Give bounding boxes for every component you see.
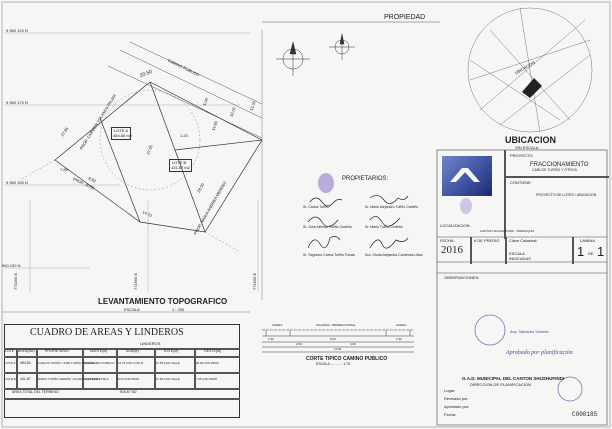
table-row: LOTE A: [5, 361, 16, 365]
approval-signature: Aprobado por planificación: [506, 350, 573, 356]
lots-polygon: [54, 81, 263, 233]
total-value: 916.67 M2: [120, 390, 137, 394]
stamp-seal-2: [557, 376, 583, 402]
levantamiento-title: LEVANTAMIENTO TOPOGRAFICO: [98, 297, 228, 306]
title-block-frame: [436, 149, 608, 426]
propiedad-label: PROPIEDAD: [384, 14, 426, 21]
grid-north-label: 960 130 N: [2, 263, 21, 268]
north-arrow-icon-2: [329, 33, 355, 60]
cuadro-title: CUADRO DE AREAS Y LINDEROS: [30, 327, 184, 338]
dim-label: 1.20: [180, 133, 188, 138]
corte-title: CORTE TIPICO CAMINO PUBLICO: [306, 356, 388, 362]
company-logo: [442, 156, 492, 196]
lote-a-tag: LOTE A 484.80 m2: [111, 127, 132, 140]
grid-east-label: 771660 E: [133, 272, 138, 290]
grid-east-label: 771690 E: [252, 272, 257, 290]
grid-north-label: 9 960 170 N: [6, 100, 28, 105]
lote-b-tag: LOTE B 431.87 m2: [169, 159, 192, 172]
camino-publico: [107, 41, 263, 139]
lamina-number: 1: [577, 244, 585, 259]
proyecto-name: FRACCIONAMIENTO: [530, 162, 589, 168]
corte-tipico-drawing: [262, 329, 414, 353]
ubicacion-title: UBICACION: [505, 135, 556, 145]
muni-subtitle: DIRECCION DE PLANIFICACION: [470, 382, 531, 387]
ink-stamp: [318, 173, 334, 193]
grid-north-label: 9 960 150 N: [6, 180, 28, 185]
fecha-value: 2016: [441, 244, 463, 256]
total-label: AREA TOTAL DEL TERRENO: [12, 390, 59, 394]
ubicacion-map: [467, 7, 593, 133]
grid-north-label: 9 960 120 N: [6, 28, 28, 33]
stamp-seal-1: [474, 314, 506, 346]
muni-title: G.A.D. MUNICIPAL DEL CANTON SHUSHUFINDI: [462, 376, 565, 381]
handwritten-signatures: [307, 195, 409, 249]
linderos-label: LINDEROS: [140, 341, 161, 346]
corte-scale: ESCALA ............ 1:75: [316, 362, 351, 366]
grid-east-label: 771090 E: [13, 272, 18, 290]
table-row: LOTE B: [5, 377, 16, 381]
ubicacion-scale: SIN ESCALA: [515, 145, 539, 150]
approval-signer: Arq. Salvador Vicente: [510, 329, 549, 334]
document-number: C000185: [572, 411, 598, 418]
north-arrow-icon: [276, 41, 310, 76]
levantamiento-scale: 1 : 250: [172, 307, 185, 312]
coordinate-grid: [4, 30, 263, 300]
levantamiento-scale-label: ESCALA: [124, 307, 140, 312]
propietarios-title: PROPIETARIOS:: [342, 176, 389, 182]
dim-label: 7.85: [60, 167, 68, 172]
